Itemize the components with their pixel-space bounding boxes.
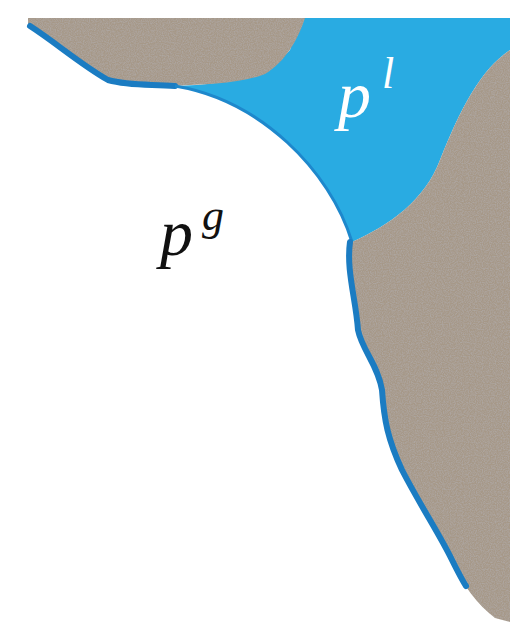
- pressure-superscript: l: [382, 52, 394, 96]
- solid-grain: [28, 18, 305, 86]
- solid-grain: [351, 50, 510, 622]
- meniscus: [175, 86, 352, 242]
- pressure-superscript: g: [202, 194, 224, 238]
- pressure-symbol: p: [338, 62, 371, 128]
- pressure-symbol: p: [160, 200, 193, 266]
- water-film: [349, 242, 466, 586]
- water-film: [30, 26, 175, 86]
